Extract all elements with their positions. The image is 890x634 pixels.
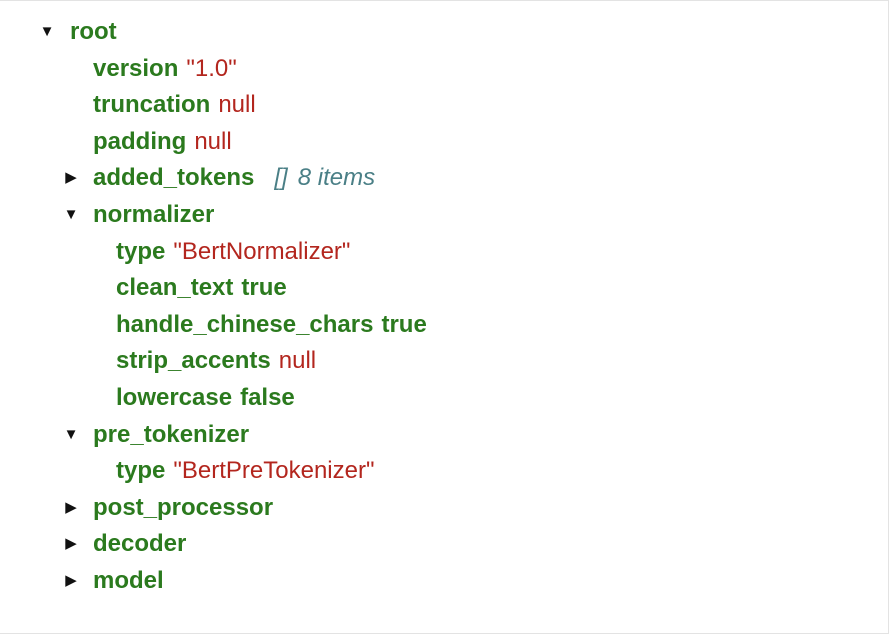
string-value: "BertNormalizer" xyxy=(173,237,351,265)
item-count: 8 items xyxy=(297,164,376,192)
expanded-triangle-icon[interactable]: ▼ xyxy=(63,425,79,443)
tree-node-decoder[interactable]: ▶ decoder xyxy=(0,526,880,563)
key-label: lowercase xyxy=(116,383,233,411)
collapsed-triangle-icon[interactable]: ▶ xyxy=(65,169,77,187)
boolean-value: true xyxy=(241,274,287,302)
tree-node-content: version"1.0" xyxy=(93,51,237,88)
key-label: decoder xyxy=(93,530,187,558)
key-label: model xyxy=(93,566,164,594)
tree-leaf-pre-tokenizer-type: type"BertPreTokenizer" xyxy=(0,453,880,490)
tree-node-content: model xyxy=(93,563,164,600)
key-label: added_tokens xyxy=(93,164,255,192)
key-label: pre_tokenizer xyxy=(93,420,250,448)
expanded-triangle-icon[interactable]: ▼ xyxy=(63,205,79,223)
tree-node-content: type"BertNormalizer" xyxy=(116,234,350,271)
null-value: null xyxy=(194,127,232,155)
tree-node-content: decoder xyxy=(93,526,186,563)
tree-node-post-processor[interactable]: ▶ post_processor xyxy=(0,490,880,527)
tree-leaf-version: version"1.0" xyxy=(0,51,880,88)
key-label: version xyxy=(93,54,179,82)
null-value: null xyxy=(278,347,317,375)
tree-leaf-normalizer-type: type"BertNormalizer" xyxy=(0,234,880,271)
array-bracket: [] xyxy=(274,164,288,192)
tree-node-root[interactable]: ▼ root xyxy=(0,14,880,51)
tree-node-content: normalizer xyxy=(93,197,214,234)
collapsed-triangle-icon[interactable]: ▶ xyxy=(65,498,77,516)
boolean-value: true xyxy=(381,310,427,338)
boolean-value: false xyxy=(240,383,295,411)
key-label: padding xyxy=(93,127,187,155)
key-label: type xyxy=(116,457,166,485)
tree-node-content: pre_tokenizer xyxy=(93,417,249,454)
null-value: null xyxy=(218,91,256,119)
array-summary: [] 8 items xyxy=(274,164,375,191)
expanded-triangle-icon[interactable]: ▼ xyxy=(39,23,55,40)
tree-node-content: type"BertPreTokenizer" xyxy=(116,453,374,490)
key-label: clean_text xyxy=(116,274,234,302)
tree-node-added-tokens[interactable]: ▶ added_tokens [] 8 items xyxy=(0,160,880,197)
string-value: "BertPreTokenizer" xyxy=(173,457,375,485)
tree-node-normalizer[interactable]: ▼ normalizer xyxy=(0,197,880,234)
collapsed-triangle-icon[interactable]: ▶ xyxy=(65,535,77,553)
string-value: "1.0" xyxy=(186,54,237,82)
key-label: handle_chinese_chars xyxy=(116,310,374,338)
tree-node-pre-tokenizer[interactable]: ▼ pre_tokenizer xyxy=(0,417,880,454)
key-label: post_processor xyxy=(93,493,274,521)
tree-node-content: added_tokens [] 8 items xyxy=(93,160,375,197)
tree-node-model[interactable]: ▶ model xyxy=(0,563,880,600)
key-label: root xyxy=(70,18,117,45)
tree-node-content: root xyxy=(70,14,117,51)
collapsed-triangle-icon[interactable]: ▶ xyxy=(65,571,77,589)
key-label: type xyxy=(116,237,166,265)
key-label: truncation xyxy=(93,91,211,119)
tree-node-content: post_processor xyxy=(93,490,273,527)
key-label: normalizer xyxy=(93,200,215,228)
key-label: strip_accents xyxy=(116,347,271,375)
